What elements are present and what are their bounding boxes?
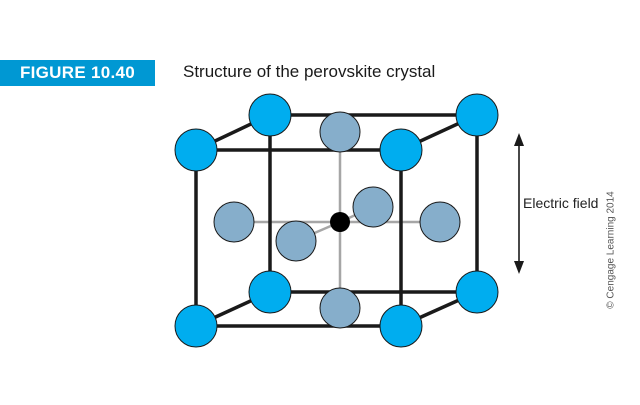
corner-atom-back-top-right	[455, 93, 499, 137]
figure-number-badge: FIGURE 10.40	[0, 60, 155, 86]
corner-atom-back-top-left	[248, 93, 292, 137]
corner-atom-front-bottom-right	[379, 304, 423, 348]
face-atom-top	[319, 111, 361, 153]
cube-edges	[194, 113, 479, 328]
center-atom	[330, 212, 350, 232]
face-atom-right	[419, 201, 461, 243]
figure-title: Structure of the perovskite crystal	[183, 62, 436, 81]
double-headed-arrow-icon	[514, 133, 524, 274]
face-atom-back	[352, 186, 394, 228]
corner-atom-back-bottom-right	[455, 270, 499, 314]
corner-atom-front-top-left	[174, 128, 218, 172]
corner-atom-front-bottom-left	[174, 304, 218, 348]
copyright-credit: © Cengage Learning 2014	[605, 191, 617, 309]
face-atom-front	[275, 220, 317, 262]
face-atoms-back	[213, 111, 461, 329]
electric-field-label: Electric field	[523, 195, 599, 211]
corner-atom-back-bottom-left	[248, 270, 292, 314]
face-atom-bottom	[319, 287, 361, 329]
corner-atom-front-top-right	[379, 128, 423, 172]
face-atom-left	[213, 201, 255, 243]
corner-atoms	[174, 93, 499, 348]
